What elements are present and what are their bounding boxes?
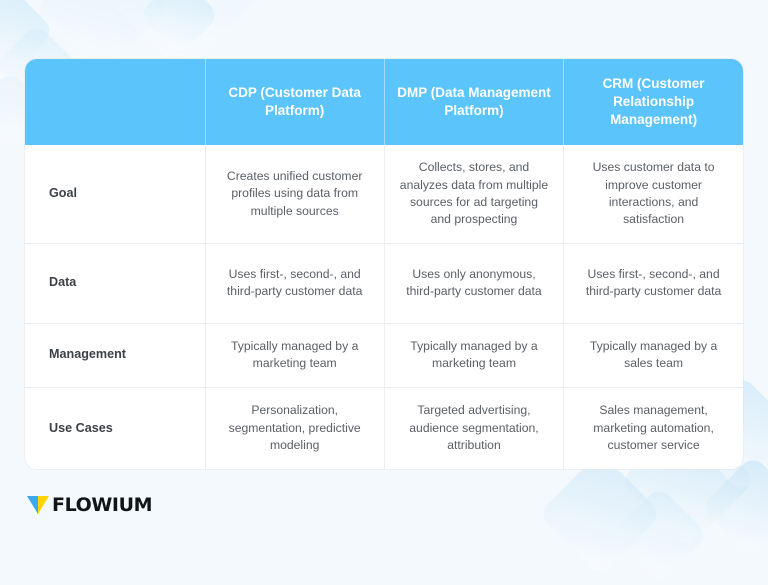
table-header: CDP (Customer Data Platform) DMP (Data M… <box>25 59 743 146</box>
table-header-crm: CRM (Customer Relationship Management) <box>563 59 743 146</box>
row-label-use-cases: Use Cases <box>25 386 206 470</box>
table-row: Data Uses first-, second-, and third-par… <box>25 242 743 324</box>
flowium-logo-text: FLOWIUM <box>52 494 153 516</box>
table-header-corner <box>25 59 206 146</box>
cell-use-cases-cdp: Personalization, segmentation, predictiv… <box>205 386 385 470</box>
decorative-square <box>700 454 768 560</box>
table-row: Management Typically managed by a market… <box>25 322 743 388</box>
decorative-square <box>137 0 221 57</box>
flowium-logo: FLOWIUM <box>27 494 153 516</box>
table-header-dmp: DMP (Data Management Platform) <box>384 59 565 146</box>
cell-goal-crm: Uses customer data to improve customer i… <box>563 145 743 244</box>
comparison-table: CDP (Customer Data Platform) DMP (Data M… <box>25 59 743 470</box>
table-body: Goal Creates unified customer profiles u… <box>25 145 743 470</box>
cell-data-dmp: Uses only anonymous, third-party custome… <box>384 242 565 324</box>
cell-goal-dmp: Collects, stores, and analyzes data from… <box>384 145 565 244</box>
cell-use-cases-crm: Sales management, marketing automation, … <box>563 386 743 470</box>
cell-goal-cdp: Creates unified customer profiles using … <box>205 145 385 244</box>
row-label-goal: Goal <box>25 145 206 244</box>
flowium-triangle-icon <box>27 495 49 514</box>
cell-management-cdp: Typically managed by a marketing team <box>205 322 385 388</box>
cell-data-cdp: Uses first-, second-, and third-party cu… <box>205 242 385 324</box>
table-header-row: CDP (Customer Data Platform) DMP (Data M… <box>25 59 743 146</box>
cell-data-crm: Uses first-, second-, and third-party cu… <box>563 242 743 324</box>
table-header-cdp: CDP (Customer Data Platform) <box>205 59 385 146</box>
cell-management-crm: Typically managed by a sales team <box>563 322 743 388</box>
row-label-data: Data <box>25 242 206 324</box>
decorative-square <box>609 485 709 585</box>
cell-use-cases-dmp: Targeted advertising, audience segmentat… <box>384 386 565 470</box>
table-row: Use Cases Personalization, segmentation,… <box>25 386 743 470</box>
row-label-management: Management <box>25 322 206 388</box>
table-row: Goal Creates unified customer profiles u… <box>25 145 743 244</box>
decorative-square <box>537 451 663 577</box>
comparison-table-container: CDP (Customer Data Platform) DMP (Data M… <box>25 59 743 470</box>
cell-management-dmp: Typically managed by a marketing team <box>384 322 565 388</box>
